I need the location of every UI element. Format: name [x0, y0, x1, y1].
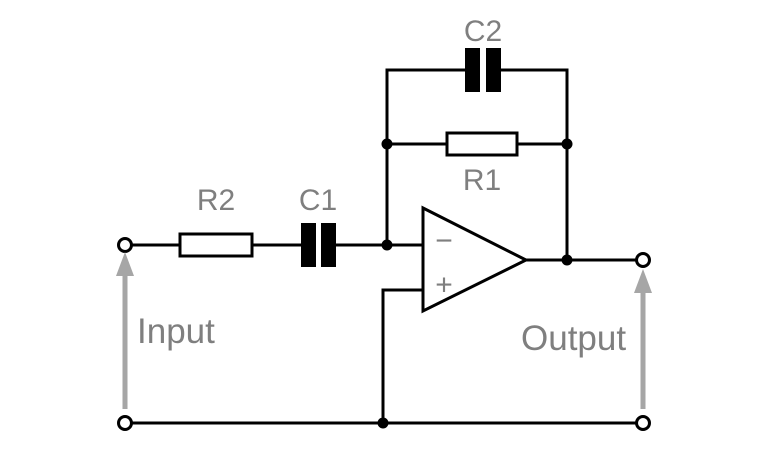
label-c1: C1 [299, 184, 337, 217]
wire-feedback-right [501, 68, 569, 260]
resistor-r1-body [445, 131, 519, 157]
terminal-output-top [635, 252, 651, 268]
terminal-input-top [117, 237, 133, 253]
terminals [117, 237, 651, 431]
junction-feedback-left-r1 [381, 138, 393, 150]
resistor-r2-body [178, 232, 254, 258]
direction-arrows [116, 252, 652, 409]
label-input: Input [137, 312, 215, 351]
capacitor-c1-plate-right [321, 223, 336, 267]
labels: C2 R1 R2 C1 Input Output − + [137, 15, 626, 358]
capacitor-symbols [301, 48, 501, 267]
output-arrow-head-icon [634, 269, 652, 293]
input-arrow-head-icon [116, 252, 134, 276]
terminal-input-bottom [117, 415, 133, 431]
opamp-inverting-sign: − [435, 225, 453, 258]
junction-ground-rail [377, 417, 389, 429]
capacitor-c2-plate-right [486, 48, 501, 92]
wire-feedback-left [385, 68, 465, 245]
wire-noninverting-to-ground [381, 288, 423, 423]
resistor-symbols [178, 131, 519, 258]
label-output: Output [521, 319, 626, 358]
capacitor-c2-plate-left [465, 48, 480, 92]
label-r2: R2 [197, 184, 235, 217]
terminal-output-bottom [635, 415, 651, 431]
junction-dots [377, 138, 573, 429]
opamp-noninverting-sign: + [435, 269, 453, 302]
junction-output-feedback [561, 254, 573, 266]
junction-feedback-right-r1 [561, 138, 573, 150]
capacitor-c1-plate-left [301, 223, 316, 267]
opamp-triangle [421, 205, 530, 314]
label-r1: R1 [463, 164, 501, 197]
label-c2: C2 [464, 15, 502, 48]
junction-inverting-input [381, 239, 393, 251]
wires [125, 68, 643, 425]
